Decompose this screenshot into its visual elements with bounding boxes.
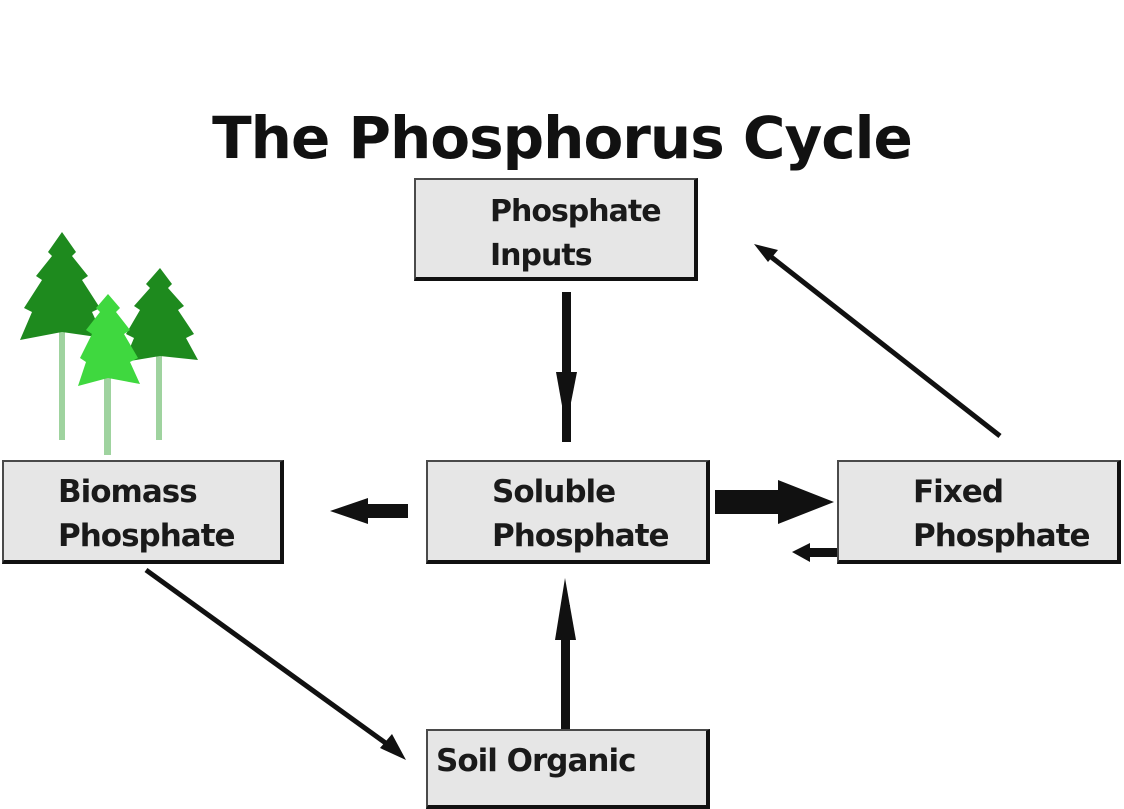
tree-icon bbox=[20, 232, 104, 440]
soluble-phosphate-box: Soluble Phosphate bbox=[426, 460, 710, 564]
diagram-title: The Phosphorus Cycle bbox=[212, 104, 913, 172]
phosphate-inputs-line1: Phosphate bbox=[490, 194, 662, 229]
fixed-phosphate-line2: Phosphate bbox=[913, 518, 1091, 554]
arrow-soluble-to-biomass bbox=[330, 498, 408, 524]
biomass-phosphate-line1: Biomass bbox=[58, 474, 198, 510]
phosphate-inputs-box: Phosphate Inputs bbox=[414, 178, 698, 281]
tree-icon bbox=[124, 268, 198, 440]
arrow-biomass-to-soil bbox=[144, 567, 406, 760]
phosphate-inputs-line2: Inputs bbox=[490, 238, 593, 273]
arrows-layer bbox=[144, 244, 1002, 760]
arrow-soluble-to-fixed bbox=[715, 480, 834, 524]
biomass-phosphate-box: Biomass Phosphate bbox=[2, 460, 284, 564]
soil-organic-line1: Soil Organic bbox=[436, 743, 637, 779]
fixed-phosphate-line1: Fixed bbox=[913, 474, 1004, 510]
tree-icon bbox=[78, 294, 140, 455]
biomass-phosphate-line2: Phosphate bbox=[58, 518, 236, 554]
arrow-fixed-to-inputs bbox=[754, 244, 1002, 438]
soluble-phosphate-line1: Soluble bbox=[492, 474, 616, 510]
soil-organic-box: Soil Organic bbox=[426, 729, 710, 809]
arrow-fixed-to-soluble bbox=[792, 543, 838, 562]
fixed-phosphate-box: Fixed Phosphate bbox=[837, 460, 1121, 564]
trees-illustration bbox=[20, 232, 198, 455]
arrow-inputs-to-soluble bbox=[556, 292, 577, 442]
soluble-phosphate-line2: Phosphate bbox=[492, 518, 670, 554]
arrow-soil-to-soluble bbox=[555, 578, 576, 730]
